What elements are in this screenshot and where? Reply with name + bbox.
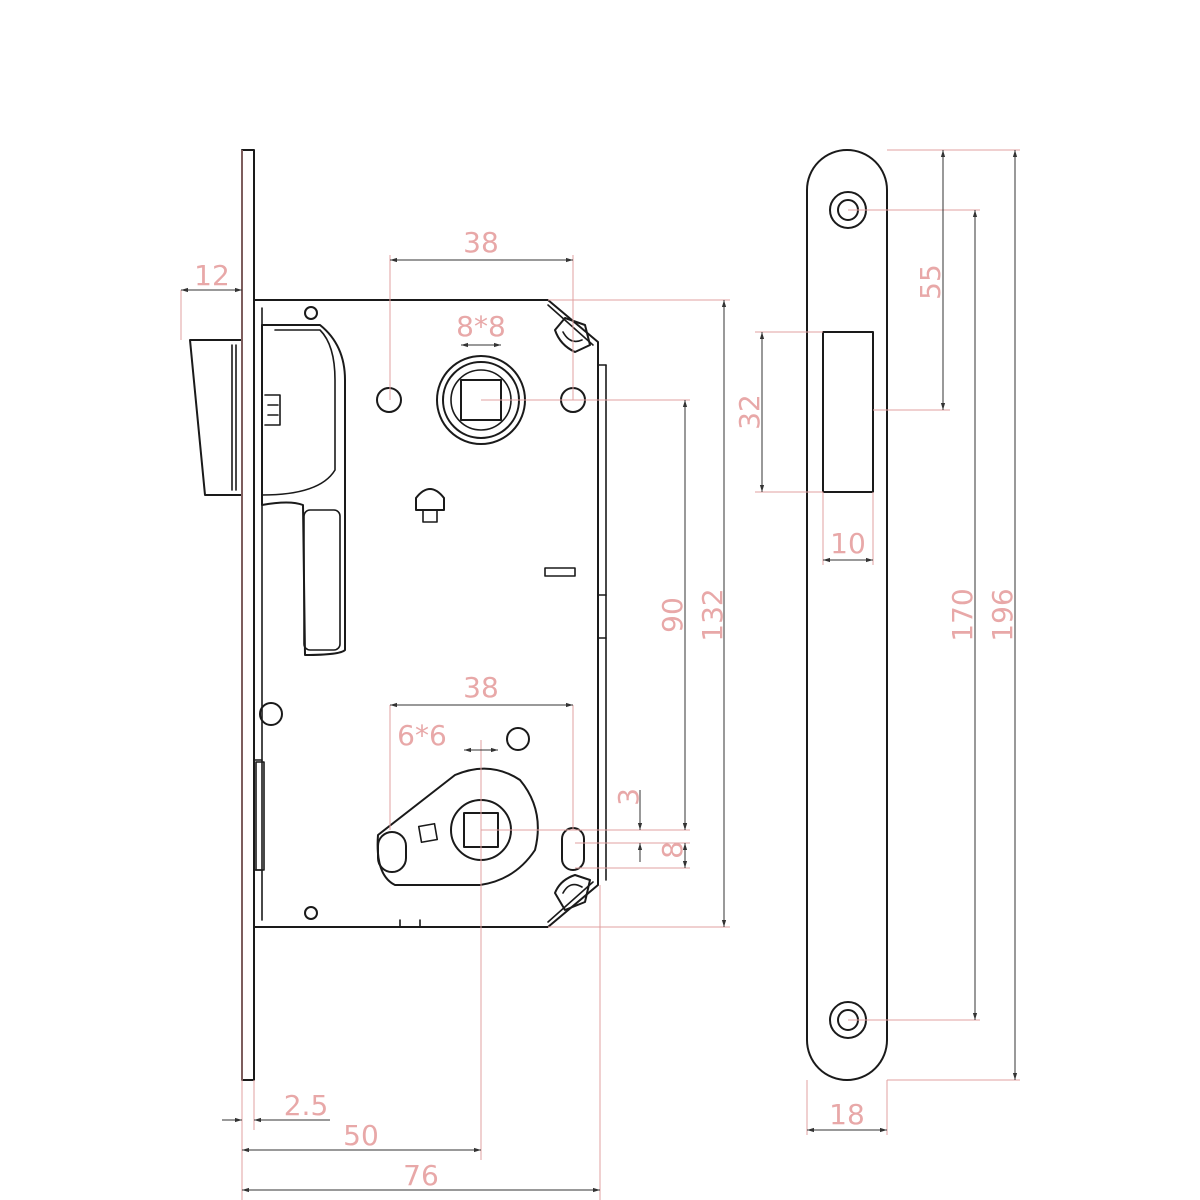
- rivet: [304, 906, 318, 920]
- latch-bolt: [189, 339, 243, 496]
- strike-plate: [806, 149, 888, 1081]
- strike-slot: [822, 331, 874, 493]
- dim-strike-hole-offset: 55: [914, 264, 947, 300]
- dim-turn-square: 6*6: [397, 719, 447, 752]
- screw-hole: [506, 727, 530, 751]
- faceplate: [241, 149, 255, 1081]
- screw-hole: [376, 387, 402, 413]
- catch: [415, 488, 445, 511]
- dim-strike-hole-spacing: 170: [946, 588, 979, 641]
- dim-turn-spacing: 38: [463, 671, 499, 704]
- corner-hook-top: [554, 317, 591, 353]
- dimension-labels: 12 38 8*8 38 6*6 3 8 90 132 2.5 50 76 55…: [194, 226, 1019, 1192]
- dim-latch-projection: 12: [194, 259, 230, 292]
- dim-strike-slot-height: 32: [733, 394, 766, 430]
- dim-faceplate-thickness: 2.5: [284, 1089, 329, 1122]
- dimension-lines: [181, 150, 1018, 1193]
- latch-lever: [261, 324, 346, 656]
- dim-backset: 50: [343, 1119, 379, 1152]
- screw-hole: [259, 702, 283, 726]
- strike-plate-outline: [806, 149, 888, 1081]
- lock-case: [253, 299, 599, 928]
- dim-offset-8: 8: [656, 841, 689, 859]
- dim-strike-slot-width: 10: [830, 527, 866, 560]
- dim-strike-height: 196: [986, 588, 1019, 641]
- handle-follower: [436, 355, 526, 445]
- rivet: [304, 306, 318, 320]
- mortise-lock-body: [189, 149, 607, 1081]
- dim-offset-3: 3: [612, 788, 645, 806]
- dim-handle-square: 8*8: [456, 310, 506, 343]
- dim-center-distance: 90: [656, 597, 689, 633]
- dim-case-depth: 76: [403, 1159, 439, 1192]
- dim-strike-width: 18: [829, 1098, 865, 1131]
- corner-hook-bottom: [554, 874, 591, 911]
- dim-case-height: 132: [696, 588, 729, 641]
- dim-handle-spacing: 38: [463, 226, 499, 259]
